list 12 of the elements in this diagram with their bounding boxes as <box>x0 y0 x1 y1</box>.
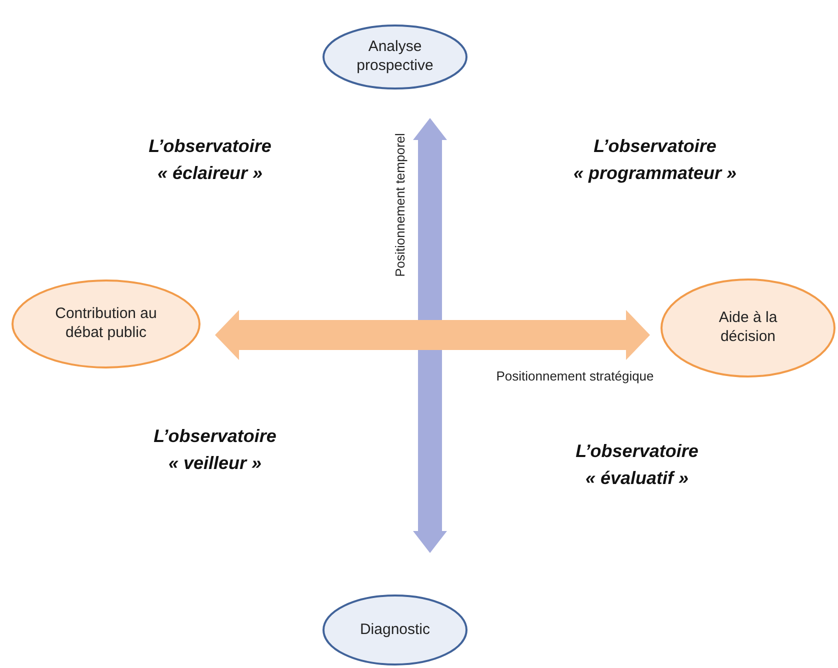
quadrant-label: L’observatoire « programmateur » <box>573 135 737 185</box>
node-label: Diagnostic <box>360 620 430 640</box>
double-arrow <box>215 310 650 360</box>
node-label: Aide à la décision <box>718 309 778 347</box>
quadrant-label: L’observatoire « évaluatif » <box>576 440 698 490</box>
edge-label: Positionnement stratégique <box>496 368 654 384</box>
double-arrow <box>413 118 447 553</box>
quadrant-label: L’observatoire « veilleur » <box>154 425 276 475</box>
edge-label: Positionnement temporel <box>392 133 408 277</box>
node-label: Analyse prospective <box>356 38 434 76</box>
quadrant-label: L’observatoire « éclaireur » <box>148 135 272 185</box>
node-label: Contribution au débat public <box>54 305 158 343</box>
